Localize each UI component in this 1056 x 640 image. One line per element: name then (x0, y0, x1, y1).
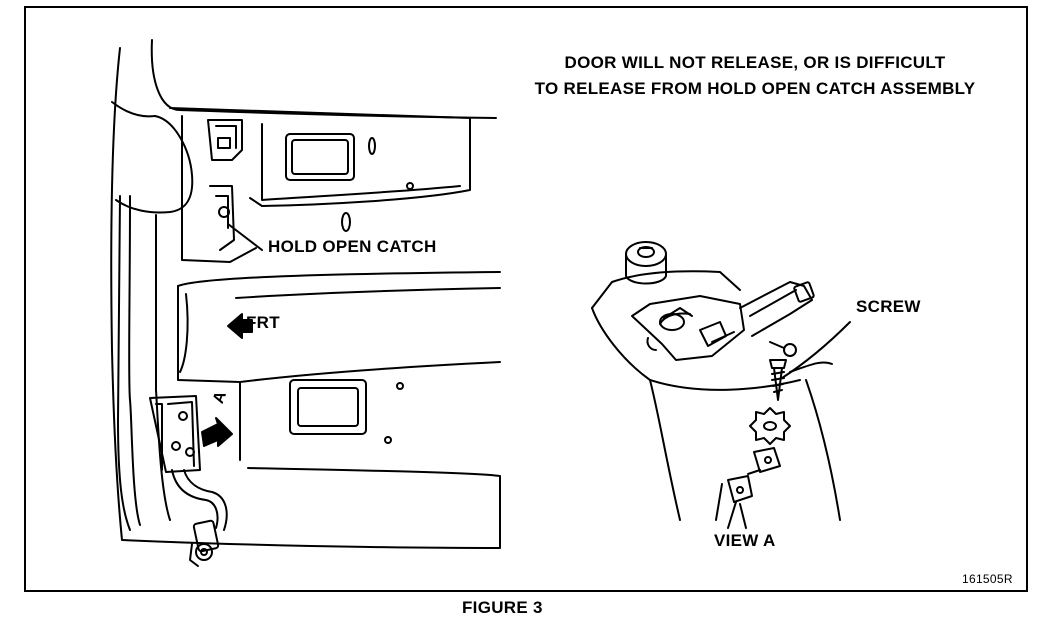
title-line-1: DOOR WILL NOT RELEASE, OR IS DIFFICULT (564, 53, 946, 72)
vehicle-door-drawing (110, 39, 501, 567)
figure-caption: FIGURE 3 (462, 598, 543, 617)
hold-open-catch-label: HOLD OPEN CATCH (268, 237, 437, 256)
figure-frame (24, 6, 1028, 592)
front-direction-label: FRT (246, 313, 280, 332)
drawing-number: 161505R (962, 572, 1013, 586)
figure-title: DOOR WILL NOT RELEASE, OR IS DIFFICULT T… (420, 50, 1056, 102)
view-a-detail-drawing (591, 241, 851, 529)
view-a-label: VIEW A (714, 531, 776, 550)
screw-label: SCREW (856, 297, 921, 316)
title-line-2: TO RELEASE FROM HOLD OPEN CATCH ASSEMBLY (534, 79, 976, 98)
